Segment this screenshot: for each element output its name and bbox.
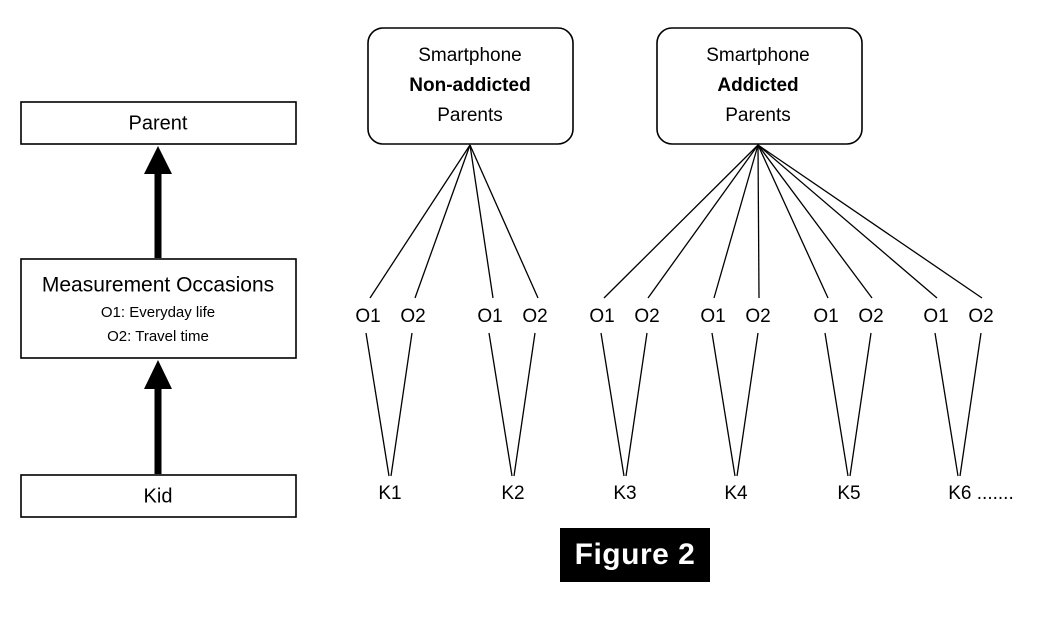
kid-box-rect: [20, 474, 297, 518]
arrow-kid-to-measurement: [144, 360, 172, 474]
occasion-label-o2: O2: [858, 306, 883, 327]
occasion-label-o2: O2: [400, 306, 425, 327]
kid-node-k1: K1: [378, 483, 401, 504]
occasion-label-o2: O2: [634, 306, 659, 327]
kid-node-k3: K3: [613, 483, 636, 504]
figure-caption-banner: Figure 2: [560, 528, 710, 582]
addicted-line-3: Parents: [725, 105, 790, 126]
occasion-label-o2: O2: [968, 306, 993, 327]
model-panel: Smartphone Non-addicted Parents Smartpho…: [355, 27, 1014, 504]
non-addicted-line-2: Non-addicted: [409, 75, 530, 96]
kid-node-k5: K5: [837, 483, 860, 504]
addicted-line-2: Addicted: [717, 75, 798, 96]
non-addicted-line-3: Parents: [437, 105, 502, 126]
kid-node-k2: K2: [501, 483, 524, 504]
arrow-measurement-to-parent: [144, 146, 172, 258]
parent-box-rect: [20, 101, 297, 145]
group-addicted: Smartphone Addicted Parents: [603, 27, 983, 299]
addicted-group-rect: [656, 27, 863, 145]
kid-box: Kid: [20, 474, 297, 518]
measurement-occasions-label: Measurement Occasions: [42, 274, 274, 297]
addicted-fan-lines: [603, 144, 983, 299]
arrow-head-up-icon: [144, 146, 172, 174]
non-addicted-group-rect: [367, 27, 574, 145]
addicted-line-1: Smartphone: [706, 45, 810, 66]
measurement-occasions-box: Measurement Occasions O1: Everyday life …: [20, 258, 297, 359]
group-non-addicted: Smartphone Non-addicted Parents: [367, 27, 574, 299]
measurement-occasions-sub-1: O1: Everyday life: [101, 304, 215, 321]
parent-box-label: Parent: [129, 112, 188, 134]
occasion-label-o1: O1: [355, 306, 380, 327]
kid-box-label: Kid: [144, 485, 173, 507]
occasion-label-o1: O1: [700, 306, 725, 327]
occasion-label-o2: O2: [522, 306, 547, 327]
kid-node-k6: K6 .......: [948, 483, 1013, 504]
measurement-occasions-sub-2: O2: Travel time: [107, 328, 209, 345]
figure-caption-text: Figure 2: [574, 538, 696, 571]
occasion-label-o1: O1: [813, 306, 838, 327]
occasion-label-o2: O2: [745, 306, 770, 327]
non-addicted-line-1: Smartphone: [418, 45, 522, 66]
arrow-head-up-icon: [144, 360, 172, 389]
occasion-label-o1: O1: [923, 306, 948, 327]
occasion-label-o1: O1: [477, 306, 502, 327]
kid-node-k4: K4: [724, 483, 748, 504]
occasion-label-row: O1 O2 O1 O2 O1 O2 O1 O2 O1 O2 O1 O2: [355, 306, 993, 327]
measurement-occasions-rect: [20, 258, 297, 359]
occasion-label-o1: O1: [589, 306, 614, 327]
parent-box: Parent: [20, 101, 297, 145]
legend-panel: Parent Measurement Occasions O1: Everyda…: [20, 101, 297, 518]
non-addicted-fan-lines: [369, 144, 539, 299]
kid-v-connectors: [365, 332, 982, 477]
kid-label-row: K1 K2 K3 K4 K5 K6 .......: [378, 483, 1013, 504]
